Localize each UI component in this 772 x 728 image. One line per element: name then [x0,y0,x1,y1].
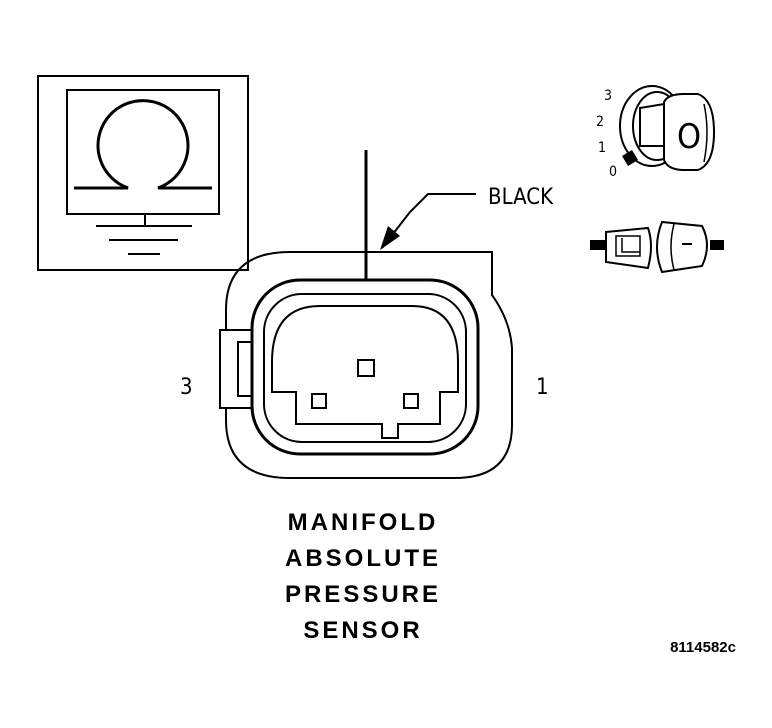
ignition-position-3: 3 [604,88,612,104]
connector-outer-shell [225,251,513,479]
ignition-position-2: 2 [596,114,604,130]
disconnected-connector-icon [590,220,724,274]
ohmmeter-icon [37,75,249,271]
ohm-symbol [74,99,212,190]
sensor-title-line-1: MANIFOLD [288,509,439,536]
connector-inner-wall [250,278,480,456]
ignition-position-1: 1 [598,140,606,156]
connector-face: 3 1 [180,251,549,479]
connector-half-male [605,226,652,270]
sensor-title: MANIFOLD ABSOLUTE PRESSURE SENSOR [285,509,441,644]
connector-half-female [656,220,708,274]
connector-cavity [271,305,459,439]
sensor-title-line-3: PRESSURE [285,581,441,608]
ignition-position-0: 0 [609,164,617,180]
meter-housing [37,75,249,271]
figure-id: 8114582c [670,639,736,656]
terminal-2 [357,359,375,377]
terminal-1 [403,393,419,409]
meter-display [66,89,220,215]
pin-label-right: 1 [536,375,549,400]
key-symbol: O [677,117,701,157]
terminal-3 [311,393,327,409]
wire-callout: BLACK [380,185,554,250]
ignition-pointer [622,150,638,166]
sensor-title-line-2: ABSOLUTE [285,545,441,572]
wire-color-label: BLACK [488,185,554,210]
ignition-key-icon: 3 2 1 0 O [596,85,716,180]
pin-label-left: 3 [180,375,193,400]
sensor-title-line-4: SENSOR [303,617,422,644]
key-head [663,93,716,171]
